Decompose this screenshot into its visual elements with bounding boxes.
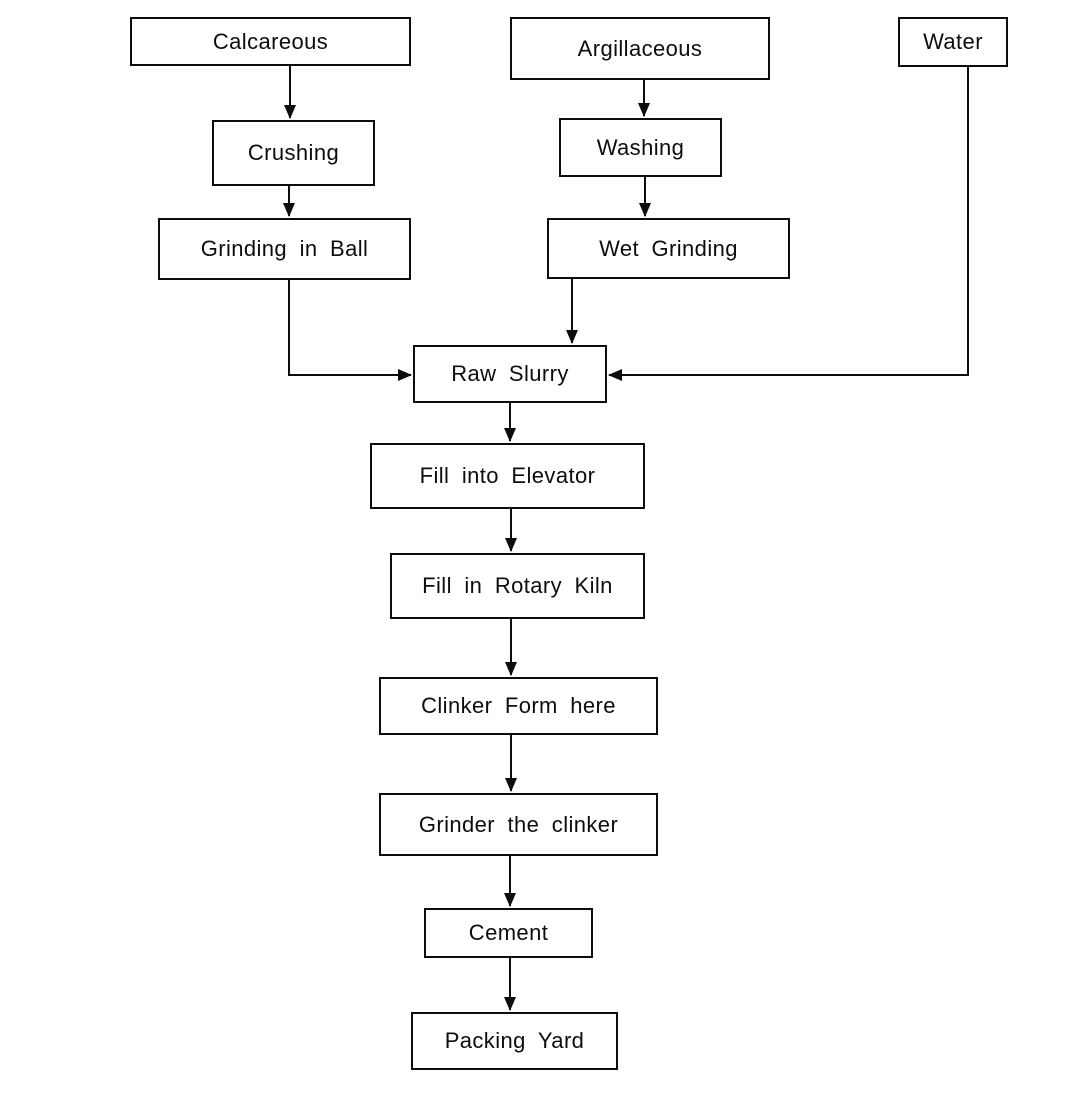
- node-wet-grinding: Wet Grinding: [547, 218, 790, 279]
- node-water: Water: [898, 17, 1008, 67]
- node-water-label: Water: [923, 29, 983, 54]
- node-washing: Washing: [559, 118, 722, 177]
- node-crushing: Crushing: [212, 120, 375, 186]
- node-washing-label: Washing: [596, 134, 685, 160]
- node-argillaceous-label: Argillaceous: [577, 35, 703, 61]
- node-calcareous: Calcareous: [130, 17, 411, 66]
- node-raw-slurry: Raw Slurry: [413, 345, 607, 403]
- node-fill-into-elevator-label: Fill into Elevator: [419, 463, 596, 488]
- node-packing-yard-label: Packing Yard: [444, 1028, 585, 1053]
- node-argillaceous: Argillaceous: [510, 17, 770, 80]
- node-cement-label: Cement: [468, 920, 549, 945]
- node-grinding-in-ball-label: Grinding in Ball: [200, 236, 369, 261]
- node-clinker-form-here: Clinker Form here: [379, 677, 658, 735]
- node-fill-in-rotary-kiln-label: Fill in Rotary Kiln: [422, 573, 613, 598]
- node-grinder-the-clinker-label: Grinder the clinker: [418, 811, 619, 837]
- node-wet-grinding-label: Wet Grinding: [599, 235, 738, 261]
- node-grinder-the-clinker: Grinder the clinker: [379, 793, 658, 856]
- node-fill-in-rotary-kiln: Fill in Rotary Kiln: [390, 553, 645, 619]
- node-calcareous-label: Calcareous: [212, 28, 329, 54]
- node-fill-into-elevator: Fill into Elevator: [370, 443, 645, 509]
- node-clinker-form-here-label: Clinker Form here: [421, 693, 616, 718]
- node-grinding-in-ball: Grinding in Ball: [158, 218, 411, 280]
- node-crushing-label: Crushing: [247, 140, 340, 165]
- node-cement: Cement: [424, 908, 593, 958]
- node-raw-slurry-label: Raw Slurry: [451, 361, 569, 386]
- edge-grinding-in-ball-raw-slurry: [288, 280, 412, 381]
- node-packing-yard: Packing Yard: [411, 1012, 618, 1070]
